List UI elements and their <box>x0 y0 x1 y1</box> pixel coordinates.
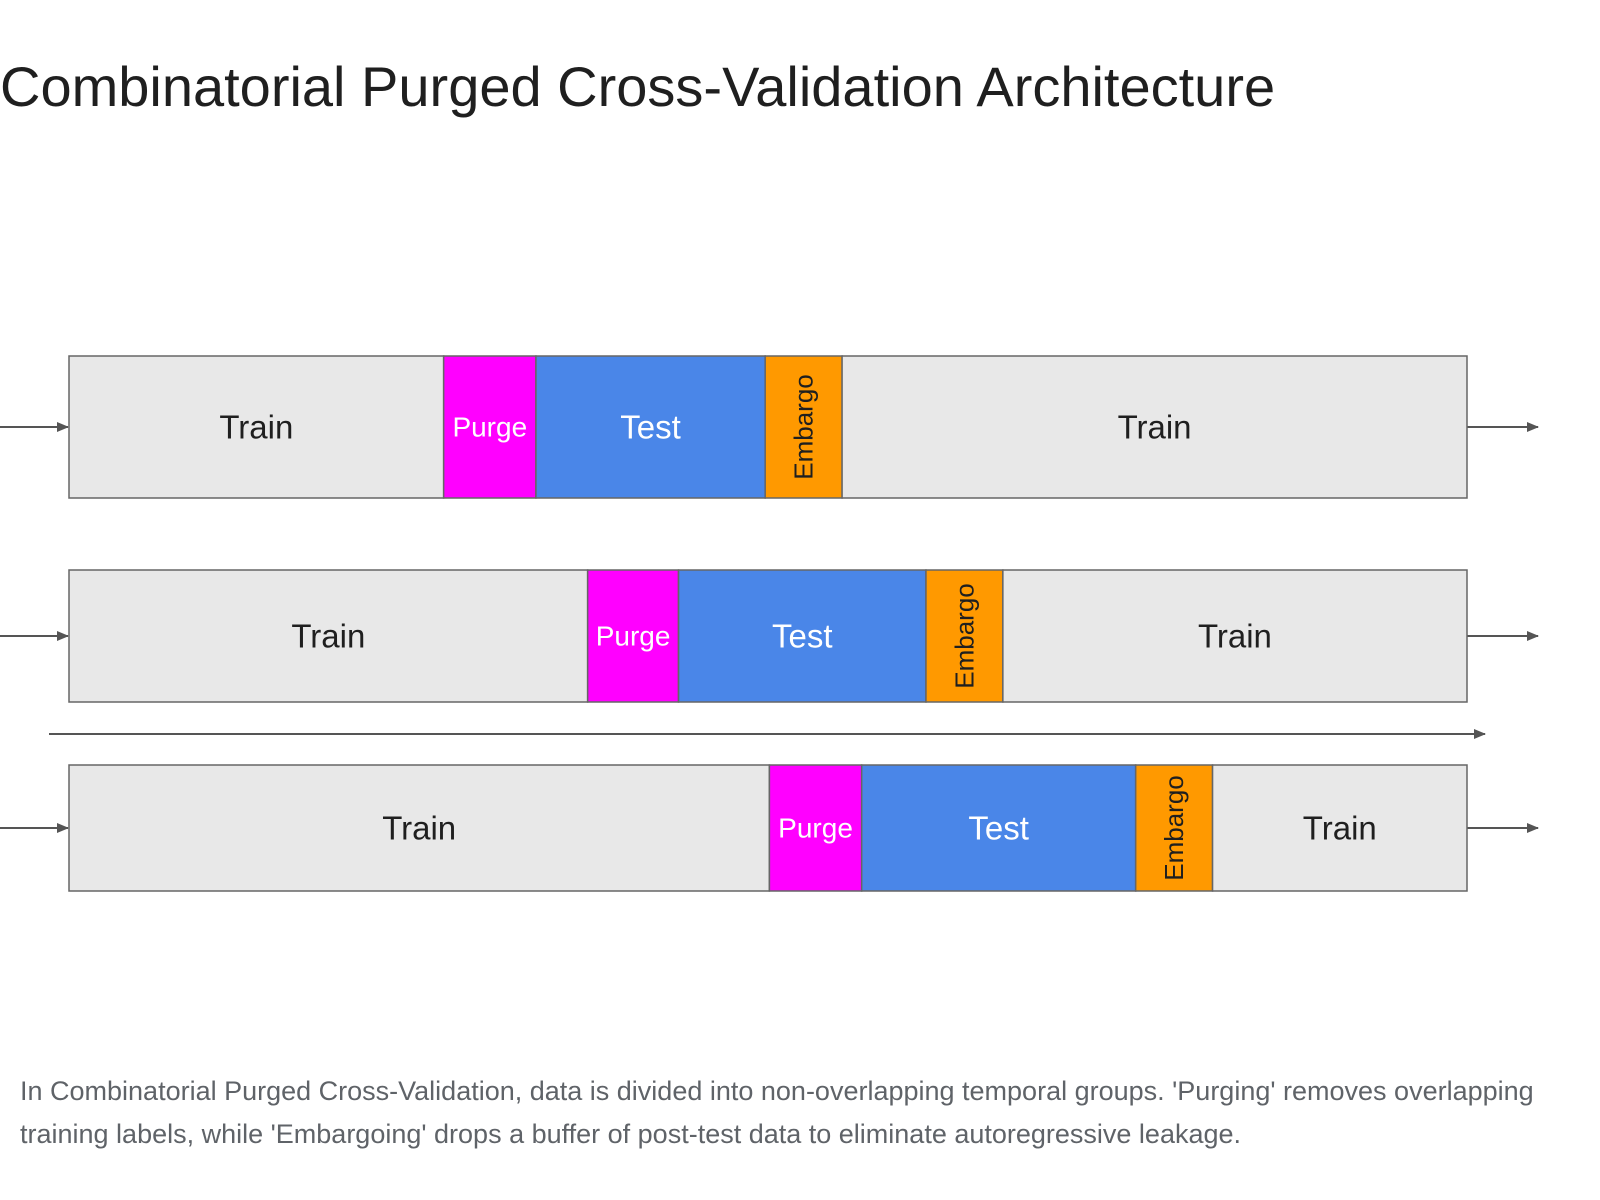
train-segment <box>841 355 1468 499</box>
embargo-segment <box>764 355 843 499</box>
train-segment <box>68 569 589 703</box>
test-label: Test <box>620 409 681 446</box>
embargo-label: Embargo <box>1159 775 1189 881</box>
test-segment <box>535 355 766 499</box>
train-segment <box>68 355 445 499</box>
fold-row-1: Train Purge Test Embargo Train <box>0 355 1539 499</box>
train-label: Train <box>219 409 293 446</box>
train-label: Train <box>1303 810 1377 847</box>
test-segment <box>860 764 1137 892</box>
train-segment <box>1211 764 1468 892</box>
fold-row-3: Train Purge Test Embargo Train <box>0 764 1539 892</box>
purge-label: Purge <box>452 412 527 443</box>
embargo-label: Embargo <box>789 374 819 480</box>
train-label: Train <box>382 810 456 847</box>
embargo-label: Embargo <box>949 583 979 689</box>
test-label: Test <box>772 618 833 655</box>
train-segment <box>1002 569 1468 703</box>
embargo-segment <box>925 569 1004 703</box>
purge-label: Purge <box>596 621 671 652</box>
embargo-segment <box>1134 764 1214 892</box>
purge-segment <box>442 355 537 499</box>
fold-row-2: Train Purge Test Embargo Train <box>0 569 1539 703</box>
test-label: Test <box>968 810 1029 847</box>
train-label: Train <box>1118 409 1192 446</box>
train-label: Train <box>1198 618 1272 655</box>
test-segment <box>677 569 927 703</box>
train-segment <box>68 764 771 892</box>
page-title: Combinatorial Purged Cross-Validation Ar… <box>0 55 1276 118</box>
train-label: Train <box>291 618 365 655</box>
purge-label: Purge <box>778 813 853 844</box>
caption: In Combinatorial Purged Cross-Validation… <box>20 1076 1534 1149</box>
